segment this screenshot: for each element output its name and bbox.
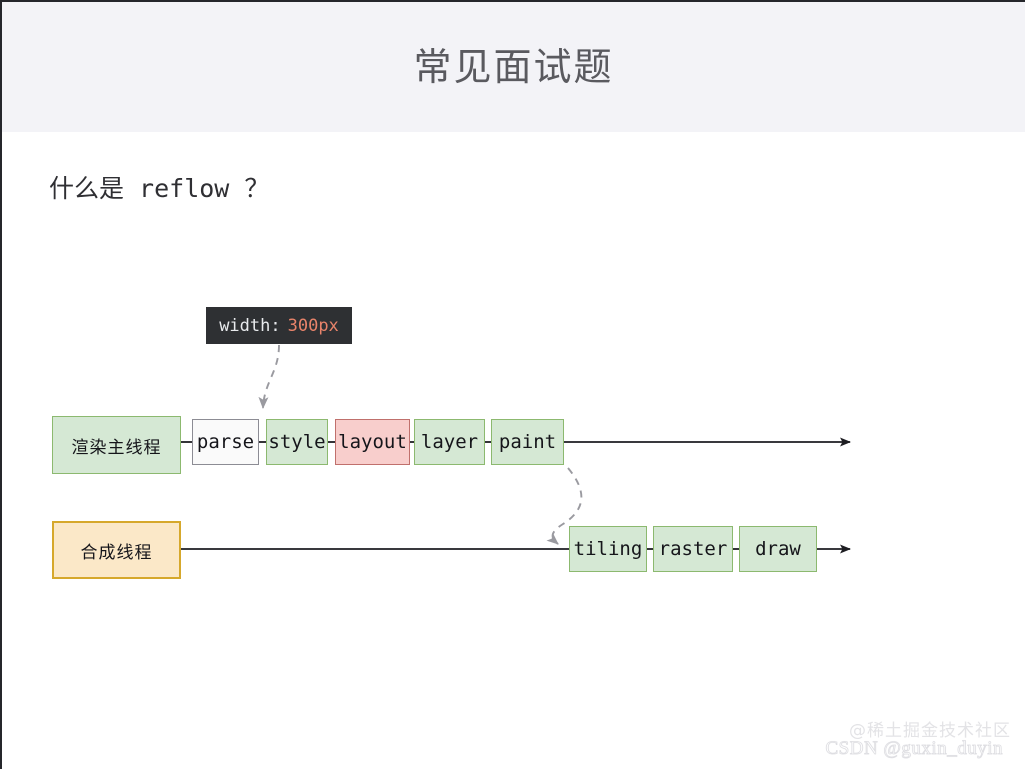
connector-paint-to-tiling-dashed [546, 467, 583, 545]
watermark-juejin: @稀土掘金技术社区 [849, 721, 1011, 741]
tooltip-property-value: 300px [287, 315, 339, 336]
connector-tooltip-to-style-dashed [258, 344, 280, 409]
question-heading: 什么是 reflow ？ [49, 174, 270, 203]
lane-label-compositor-thread: 合成线程 [52, 521, 181, 579]
slide-body: 什么是 reflow ？ [2, 132, 1025, 769]
pipeline-step-tiling: tiling [569, 526, 647, 572]
tooltip-property-name: width: [219, 315, 281, 336]
pipeline-step-layer: layer [414, 419, 485, 465]
pipeline-step-style: style [266, 419, 328, 465]
diagram-connectors-layer [181, 344, 851, 554]
css-property-tooltip: width: 300px [206, 307, 352, 344]
slide-header: 常见面试题 [2, 2, 1025, 132]
pipeline-step-paint: paint [491, 419, 564, 465]
rendering-pipeline-diagram: 渲染主线程 合成线程 parse style layout layer pain… [2, 132, 1025, 769]
page-title: 常见面试题 [413, 45, 614, 89]
watermark-csdn: CSDN @guxin_duyin [825, 738, 1003, 760]
lane-label-main-thread: 渲染主线程 [52, 416, 181, 474]
pipeline-step-layout: layout [335, 419, 410, 465]
pipeline-step-parse: parse [192, 419, 259, 465]
pipeline-step-draw: draw [739, 526, 817, 572]
window-top-edge [0, 0, 1025, 2]
window-left-edge [0, 0, 2, 769]
pipeline-step-raster: raster [653, 526, 733, 572]
